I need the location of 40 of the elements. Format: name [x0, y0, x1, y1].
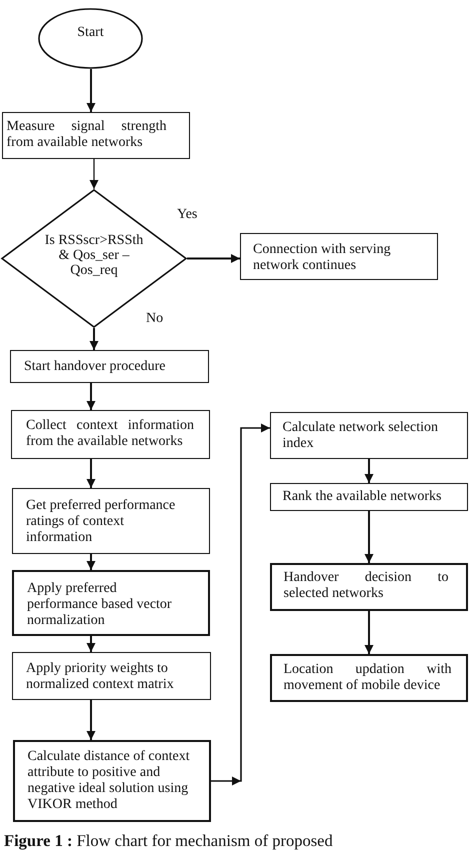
step-text: Calculate network selection index	[282, 420, 439, 452]
process-box	[2, 112, 190, 159]
process-box	[10, 350, 209, 383]
process-box	[11, 410, 210, 459]
arrow	[364, 459, 374, 483]
process-box	[12, 488, 210, 554]
arrow	[364, 511, 374, 563]
step-text: Connection with serving network continues	[253, 242, 392, 274]
step-text: Start handover procedure	[24, 359, 166, 375]
arrow	[86, 700, 96, 740]
process-box	[270, 483, 468, 511]
process-box	[270, 412, 468, 459]
process-box	[240, 233, 438, 280]
process-box	[270, 654, 468, 702]
arrow	[86, 69, 96, 112]
step-text: Handover decision to selected networks	[284, 570, 448, 602]
arrow	[86, 636, 96, 652]
process-box	[12, 652, 211, 700]
arrow	[90, 159, 98, 189]
step-text: Get preferred performance ratings of context information	[26, 498, 176, 546]
condition-text: Is RSSscr>RSSth & Qos_ser – Qos_req	[44, 232, 144, 278]
arrow	[187, 254, 240, 263]
step-text: Rank the available networks	[282, 488, 443, 504]
arrow	[86, 383, 96, 410]
step-text: Apply preferred performance based vector normalization	[27, 580, 173, 628]
step-text: Measure signal strength from available networks	[6, 119, 166, 151]
step-text: Apply priority weights to normalized context matrix	[26, 660, 175, 692]
terminal-ellipse	[38, 8, 143, 69]
step-text: Location updation with movement of mobile device	[284, 662, 452, 694]
terminal-text: Start	[76, 25, 105, 41]
arrow	[90, 328, 98, 350]
arrow	[86, 459, 96, 488]
process-box	[12, 570, 210, 636]
arrow	[86, 554, 96, 570]
arrow	[364, 611, 374, 654]
step-text: Collect context information from the available networks	[26, 418, 194, 450]
figure-caption: Figure 1 : Flow chart for mechanism of proposed	[4, 831, 333, 850]
process-box	[13, 740, 211, 822]
step-text: Calculate distance of context attribute to positive and negative ideal solution using VIKOR method	[28, 748, 191, 814]
process-box	[270, 563, 468, 611]
